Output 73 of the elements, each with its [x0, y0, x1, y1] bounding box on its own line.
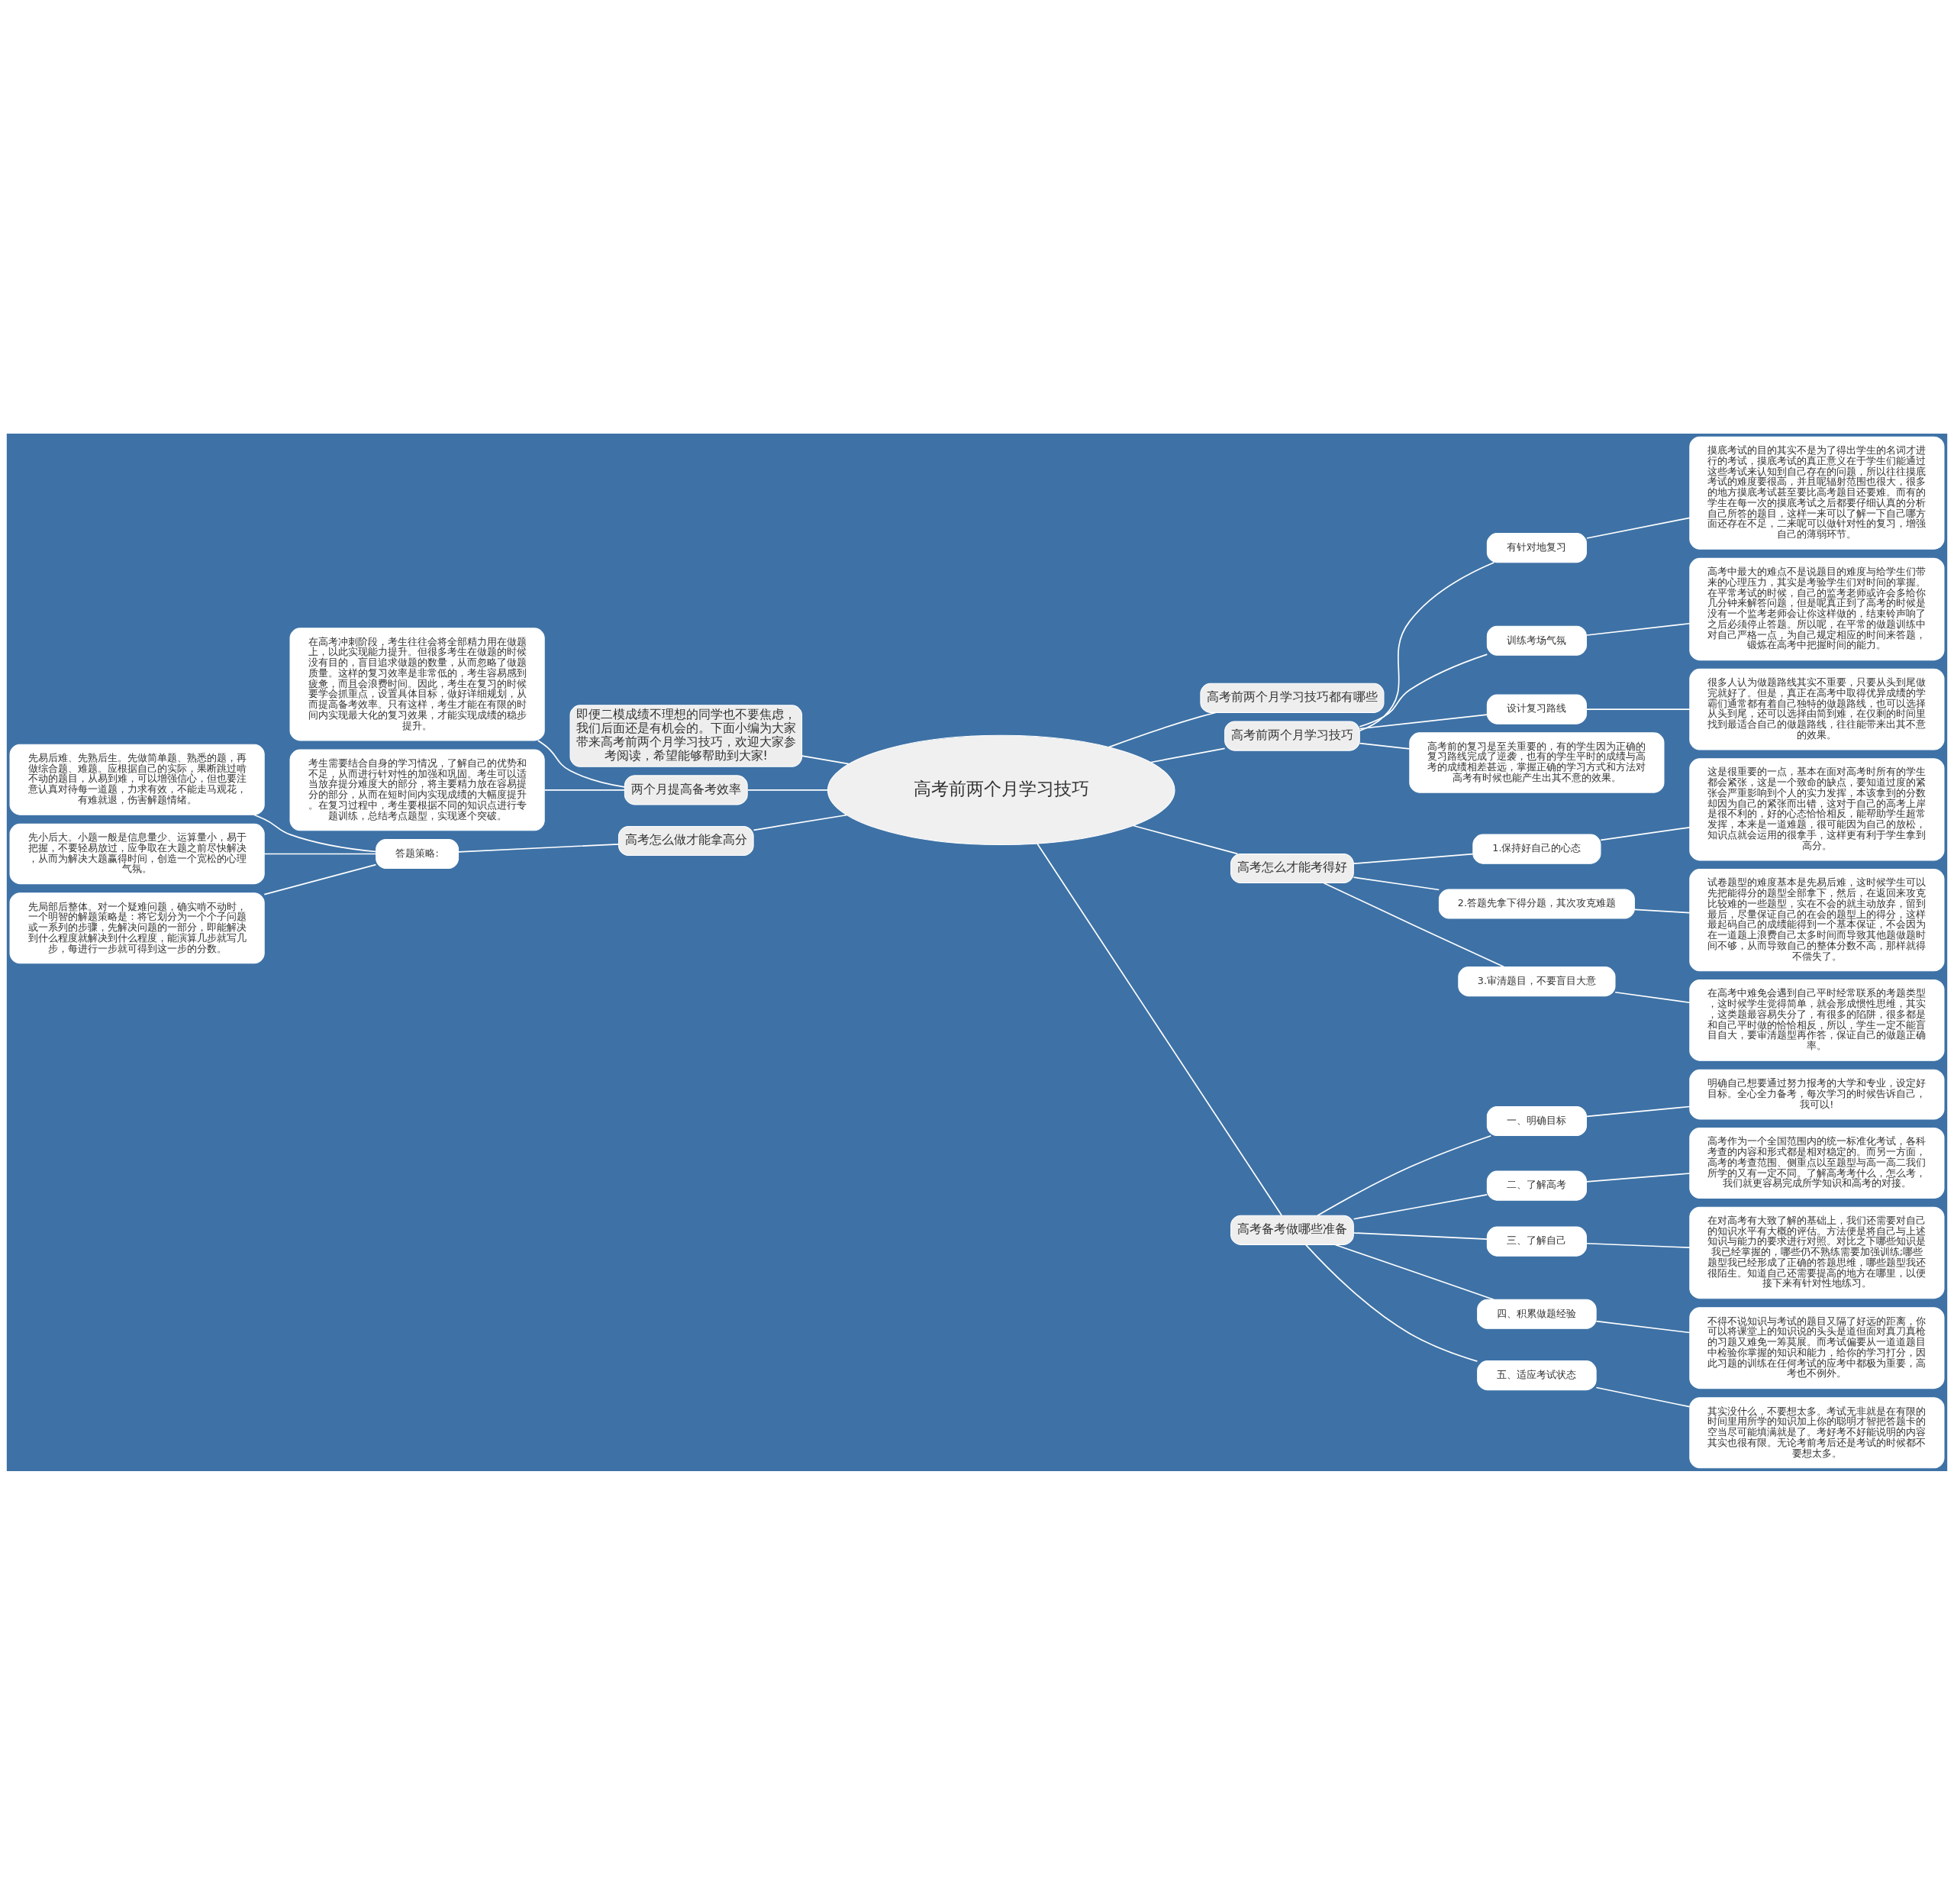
connector	[1353, 1193, 1488, 1220]
connector	[1586, 622, 1691, 636]
node-box: 高考怎么做才能拿高分	[617, 825, 754, 856]
node-box: 先局部后整体。对一个疑难问题，确实啃不动时，一个明智的解题策略是：将它划分为一个个子问题或一系列的步骤，先解决问题的一部分，即能解决到什么程度就解决到什么程度，能演算几步就写几步，每进行一步就可得到这一步的分数。	[9, 892, 265, 963]
node-box: 这是很重要的一点，基本在面对高考时所有的学生都会紧张，这是一个致命的缺点，要知道过度的紧张会严重影响到个人的实力发挥，本该拿到的分数却因为自己的紧张而出错，这对于自己的高考上岸是很不利的，好的心态恰恰相反，能帮助学生超常发挥，本来是一道难题，很可能因为自己的放松，知识点就会运用的很拿手，这样更有利于学生拿到高分。	[1689, 757, 1945, 860]
node-box: 三、了解自己	[1486, 1226, 1587, 1257]
connector	[537, 739, 625, 788]
connector	[746, 789, 829, 791]
connector	[1359, 561, 1495, 731]
connector	[543, 789, 625, 791]
connector	[1359, 713, 1488, 729]
node-box: 高考前两个月学习技巧都有哪些	[1200, 683, 1385, 713]
connector	[1586, 1242, 1691, 1248]
connector	[1600, 826, 1691, 841]
node-box: 考生需要结合自身的学习情况，了解自己的优势和不足，从而进行针对性的加强和巩固。考生可以适当放弃提分难度大的部分，将主要精力放在容易提分的部分，从而在短时间内实现成绩的大幅度提升。在复习过程中，考生要根据不同的知识点进行专题训练，总结考点题型，实现逐个突破。	[289, 749, 545, 831]
node-box: 设计复习路线	[1486, 694, 1587, 724]
connector	[1037, 842, 1282, 1216]
node-box: 高考备考做哪些准备	[1230, 1215, 1354, 1245]
node-box: 高考怎么才能考得好	[1230, 853, 1354, 883]
connector	[253, 813, 377, 852]
connector	[1305, 1244, 1478, 1362]
connector	[1353, 876, 1440, 890]
connector	[263, 853, 377, 854]
connector	[1108, 712, 1217, 747]
node-box: 不得不说知识与考试的题目又隔了好远的距离，你可以将课堂上的知识说的头头是道但面对真刀真枪的习题又难免一筹莫展。而考试偏要从一道道题目中检验你掌握的知识和能力，给你的学习打分，因此习题的训练在任何考试的应考中都极为重要，高考也不例外。	[1689, 1306, 1945, 1389]
node-box: 在高考冲刺阶段，考生往往会将全部精力用在做题上，以此实现能力提升。但很多考生在做题的时候没有目的，盲目追求做题的数量，从而忽略了做题质量。这样的复习效率是非常低的，考生容易感到疲惫，而且会浪费时间。因此，考生在复习的时候要学会抓重点，设置具体目标，做好详细规划，从而提高备考效率。只有这样，考生才能在有限的时间内实现最大化的复习效果，才能实现成绩的稳步提升。	[289, 627, 545, 741]
connector	[458, 843, 620, 853]
connector	[263, 863, 377, 895]
connector	[1586, 1105, 1691, 1117]
node-box: 四、积累做题经验	[1477, 1299, 1597, 1329]
node-box: 很多人认为做题路线其实不重要，只要从头到尾做完就好了。但是，真正在高考中取得优异成绩的学霸们通常都有着自己独特的做题路线，也可以选择从头到尾，还可以选择由简到难，在仅剩的时间里找到最适合自己的做题路线，往往能带来出其不意的效果。	[1689, 668, 1945, 750]
node-box: 高考中最大的难点不是说题目的难度与给学生们带来的心理压力，其实是考验学生们对时间的掌握。在平常考试的时候，自己的监考老师或许会多给你几分钟来解答问题，但是呢真正到了高考的时候是没有一个监考老师会让你这样做的，结束铃声响了之后必须停止答题。所以呢，在平常的做题训练中对自己严格一点，为自己规定相应的时间来答题，锻炼在高考中把握时间的能力。	[1689, 557, 1945, 660]
node-box: 试卷题型的难度基本是先易后难，这时候学生可以先把能得分的题型全部拿下，然后，在返回来攻克比较难的一些题型，实在不会的就主动放弃，留到最后，尽量保证自己的在会的题型上的得分，这样最起码自己的成绩能得到一个基本保证，不会因为在一道题上浪费自己太多时间而导致其他题做题时间不够，从而导致自己的整体分数不高，那样就得不偿失了。	[1689, 868, 1945, 971]
connector	[1353, 853, 1474, 864]
node-box: 高考作为一个全国范围内的统一标准化考试，各科考查的内容和形式都是相对稳定的。而另一方面，高考的考查范围、侧重点以至题型与高一高二我们所学的又有一定不同。了解高考考什么，怎么考，我们就更容易完成所学知识和高考的对接。	[1689, 1127, 1945, 1199]
node-box: 1.保持好自己的心态	[1472, 834, 1601, 864]
connector	[1586, 1172, 1691, 1183]
connector	[1586, 708, 1691, 710]
node-ellipse: 高考前两个月学习技巧	[827, 734, 1175, 845]
node-box: 在高考中难免会遇到自己平时经常联系的考题类型，这时候学生觉得简单，就会形成惯性思维，其实，这类题最容易失分了，有很多的陷阱，很多都是和自己平时做的恰恰相反，所以，学生一定不能盲目自大，要审清题型再作答，保证自己的做题正确率。	[1689, 979, 1945, 1061]
connector	[1633, 908, 1691, 913]
node-box: 其实没什么，不要想太多。考试无非就是在有限的时间里用所学的知识加上你的聪明才智把答题卡的空当尽可能填满就是了。考好考不好能说明的内容其实也很有限。无论考前考后还是考试的时候都不要想太多。	[1689, 1396, 1945, 1468]
connector	[1614, 991, 1691, 1003]
connector	[1353, 1231, 1488, 1240]
node-box: 2.答题先拿下得分题，其次攻克难题	[1438, 889, 1635, 919]
node-box: 高考前的复习是至关重要的，有的学生因为正确的复习路线完成了逆袭，也有的学生平时的成绩与高考的成绩相差甚远，掌握正确的学习方式和方法对高考有时候也能产生出其不意的效果。	[1409, 731, 1665, 793]
node-box: 在对高考有大致了解的基础上，我们还需要对自己的知识水平有大概的评估。方法便是将自己与上述知识与能力的要求进行对照。对比之下哪些知识是我已经掌握的，哪些仍不熟练需要加强训练;哪些题型我已经形成了正确的答题思维，哪些题型我还很陌生。知道自己还需要提高的地方在哪里，以便接下来有针对性地练习。	[1689, 1206, 1945, 1299]
node-box: 先小后大。小题一般是信息量少、运算量小，易于把握，不要轻易放过，应争取在大题之前尽快解决，从而为解决大题赢得时间，创造一个宽松的心理气氛。	[9, 823, 265, 884]
connector	[1150, 747, 1226, 763]
connector	[1359, 742, 1411, 750]
node-box: 训练考场气氛	[1486, 625, 1587, 656]
connector	[1595, 1386, 1691, 1407]
connector	[753, 814, 847, 831]
connector	[801, 754, 850, 764]
node-box: 有针对地复习	[1486, 532, 1587, 563]
node-box: 摸底考试的目的其实不是为了得出学生的名词才进行的考试，摸底考试的真正意义在于学生们能通过这些考试来认知到自己存在的问题，所以往往摸底考试的难度要很高，并且呢辐射范围也很大，很多的地方摸底考试甚至要比高考题目还要难。而有的学生在每一次的摸底考试之后都要仔细认真的分析自己所答的题目，这样一来可以了解一下自己哪方面还存在不足，二来呢可以做针对性的复习，增强自己的薄弱环节。	[1689, 436, 1945, 550]
node-box: 3.审清题目，不要盲目大意	[1458, 966, 1616, 996]
connector	[1323, 882, 1505, 967]
connector	[1586, 517, 1691, 539]
connector	[1317, 1134, 1492, 1216]
connector	[1133, 825, 1239, 854]
connector	[1334, 1244, 1495, 1300]
node-box: 答题策略:	[376, 838, 459, 869]
node-box: 高考前两个月学习技巧	[1224, 721, 1360, 751]
node-box: 即便二模成绩不理想的同学也不要焦虑，我们后面还是有机会的。下面小编为大家带来高考前两个月学习技巧，欢迎大家参考阅读，希望能够帮助到大家!	[569, 704, 803, 767]
node-box: 五、适应考试状态	[1477, 1360, 1597, 1390]
node-box: 二、了解高考	[1486, 1170, 1587, 1201]
node-box: 明确自己想要通过努力报考的大学和专业，设定好目标。全心全力备考，每次学习的时候告诉自己，我可以!	[1689, 1069, 1945, 1119]
node-box: 一、明确目标	[1486, 1105, 1587, 1136]
connector	[1359, 653, 1488, 728]
connector	[1595, 1320, 1691, 1333]
node-box: 两个月提高备考效率	[624, 774, 748, 805]
node-box: 先易后难、先熟后生。先做简单题、熟悉的题，再做综合题、难题。应根据自己的实际，果断跳过啃不动的题目，从易到难，可以增强信心，但也要注意认真对待每一道题，力求有效，不能走马观花，有难就退，伤害解题情绪。	[9, 744, 265, 815]
